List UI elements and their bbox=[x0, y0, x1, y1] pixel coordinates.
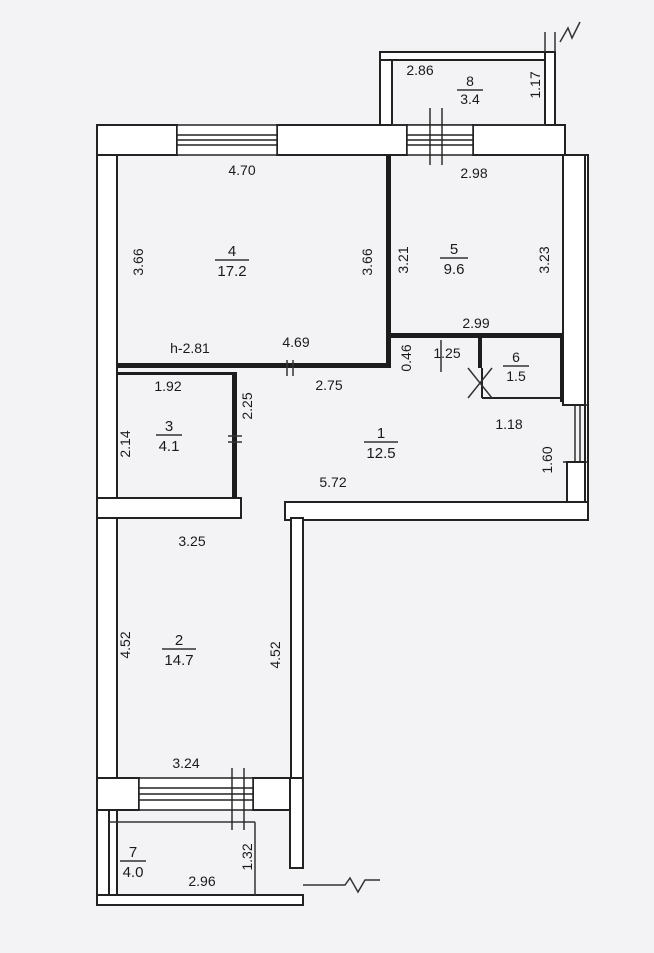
balcony-door-room2 bbox=[138, 768, 254, 830]
room-2-area: 14.7 bbox=[164, 652, 193, 669]
stair-wall bbox=[289, 777, 304, 869]
balcony-door-room5 bbox=[406, 108, 474, 165]
dim-r1-right: 1.18 bbox=[495, 416, 522, 432]
room-7-number: 7 bbox=[129, 844, 137, 861]
dim-r4-top: 4.70 bbox=[228, 162, 255, 178]
dim-r8-depth: 1.17 bbox=[527, 71, 543, 98]
dim-r5-left: 3.21 bbox=[395, 246, 411, 273]
room-4-number: 4 bbox=[228, 243, 236, 260]
dimension-labels: 2.86 1.17 4.70 3.66 3.66 4.69 h-2.81 2.9… bbox=[117, 62, 555, 889]
dim-r2-left: 4.52 bbox=[117, 631, 133, 658]
room-4-area: 17.2 bbox=[217, 263, 246, 280]
room-labels: 8 3.4 4 17.2 5 9.6 6 1.5 3 4.1 1 12.5 2 … bbox=[120, 73, 529, 881]
dim-r5-bottom: 2.99 bbox=[462, 315, 489, 331]
dim-r1-bottom: 5.72 bbox=[319, 474, 346, 490]
dim-r4-left: 3.66 bbox=[130, 248, 146, 275]
balcony-8 bbox=[379, 21, 581, 126]
dim-r2-top: 3.25 bbox=[178, 533, 205, 549]
window-room4 bbox=[176, 124, 278, 156]
r2-east-wall bbox=[290, 517, 304, 781]
break-mark-icon-2 bbox=[303, 876, 380, 894]
north-wall-pier bbox=[276, 124, 408, 156]
dim-r1-top: 2.75 bbox=[315, 377, 342, 393]
dim-r7-bottom: 2.96 bbox=[188, 873, 215, 889]
room-3-number: 3 bbox=[165, 418, 173, 435]
interior-partitions bbox=[117, 155, 564, 498]
room-6-number: 6 bbox=[512, 349, 520, 365]
room-2-number: 2 bbox=[175, 632, 183, 649]
dim-r7-side: 1.32 bbox=[239, 843, 255, 870]
room-5-number: 5 bbox=[450, 241, 458, 258]
break-mark-icon bbox=[559, 21, 581, 43]
dim-r5-top: 2.98 bbox=[460, 165, 487, 181]
room-6-area: 1.5 bbox=[506, 368, 526, 384]
dim-r5-right: 3.23 bbox=[536, 246, 552, 273]
wall-r3-r2 bbox=[96, 497, 242, 519]
dim-r6-b: 1.25 bbox=[433, 345, 460, 361]
dim-r4-right: 3.66 bbox=[359, 248, 375, 275]
room-8-area: 3.4 bbox=[460, 91, 480, 107]
dim-r1-side: 1.60 bbox=[539, 446, 555, 473]
hall-south-wall bbox=[284, 501, 589, 521]
north-wall-right bbox=[472, 124, 566, 156]
dim-r8-width: 2.86 bbox=[406, 62, 433, 78]
window-east bbox=[563, 404, 588, 463]
dim-r3-top: 1.92 bbox=[154, 378, 181, 394]
dim-r2-bottom: 3.24 bbox=[172, 755, 199, 771]
south-wall-left bbox=[96, 777, 140, 811]
room-1-area: 12.5 bbox=[366, 445, 395, 462]
outer-walls bbox=[96, 124, 589, 906]
east-wall-outer bbox=[584, 154, 589, 521]
room-8-number: 8 bbox=[466, 73, 474, 89]
dim-r4-bottom: 4.69 bbox=[282, 334, 309, 350]
dim-r2-right: 4.52 bbox=[267, 641, 283, 668]
north-wall-left bbox=[96, 124, 178, 156]
balcony-7 bbox=[96, 809, 380, 906]
room-1-number: 1 bbox=[377, 425, 385, 442]
ceiling-height: h-2.81 bbox=[170, 340, 210, 356]
room-5-area: 9.6 bbox=[444, 261, 465, 278]
dim-r6-a: 0.46 bbox=[398, 344, 414, 371]
dim-r3-left: 2.14 bbox=[117, 430, 133, 457]
room-3-area: 4.1 bbox=[159, 438, 180, 455]
room-7-area: 4.0 bbox=[123, 864, 144, 881]
dim-r3-right: 2.25 bbox=[239, 392, 255, 419]
east-wall-upper bbox=[562, 154, 586, 406]
